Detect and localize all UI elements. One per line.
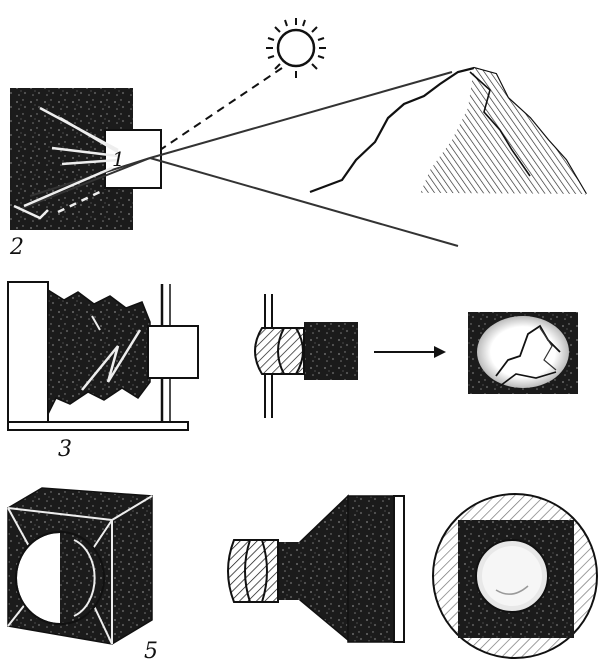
camera-lens-body [227,494,405,643]
label-5: 5 [144,639,158,664]
label-1: 1 [112,147,125,171]
box-camera [7,487,153,645]
label-3: 3 [58,437,72,462]
circular-lens-view [432,493,598,659]
projected-image [468,312,578,394]
projection-arrow [374,346,446,358]
sun-ray-dashed [159,67,283,151]
inner-rays [13,106,119,220]
light-rays [17,71,459,247]
lens-assembly [254,294,358,418]
bellows-camera [7,281,199,431]
sun-icon [266,18,326,78]
label-2: 2 [9,235,24,260]
mountain [309,66,587,195]
